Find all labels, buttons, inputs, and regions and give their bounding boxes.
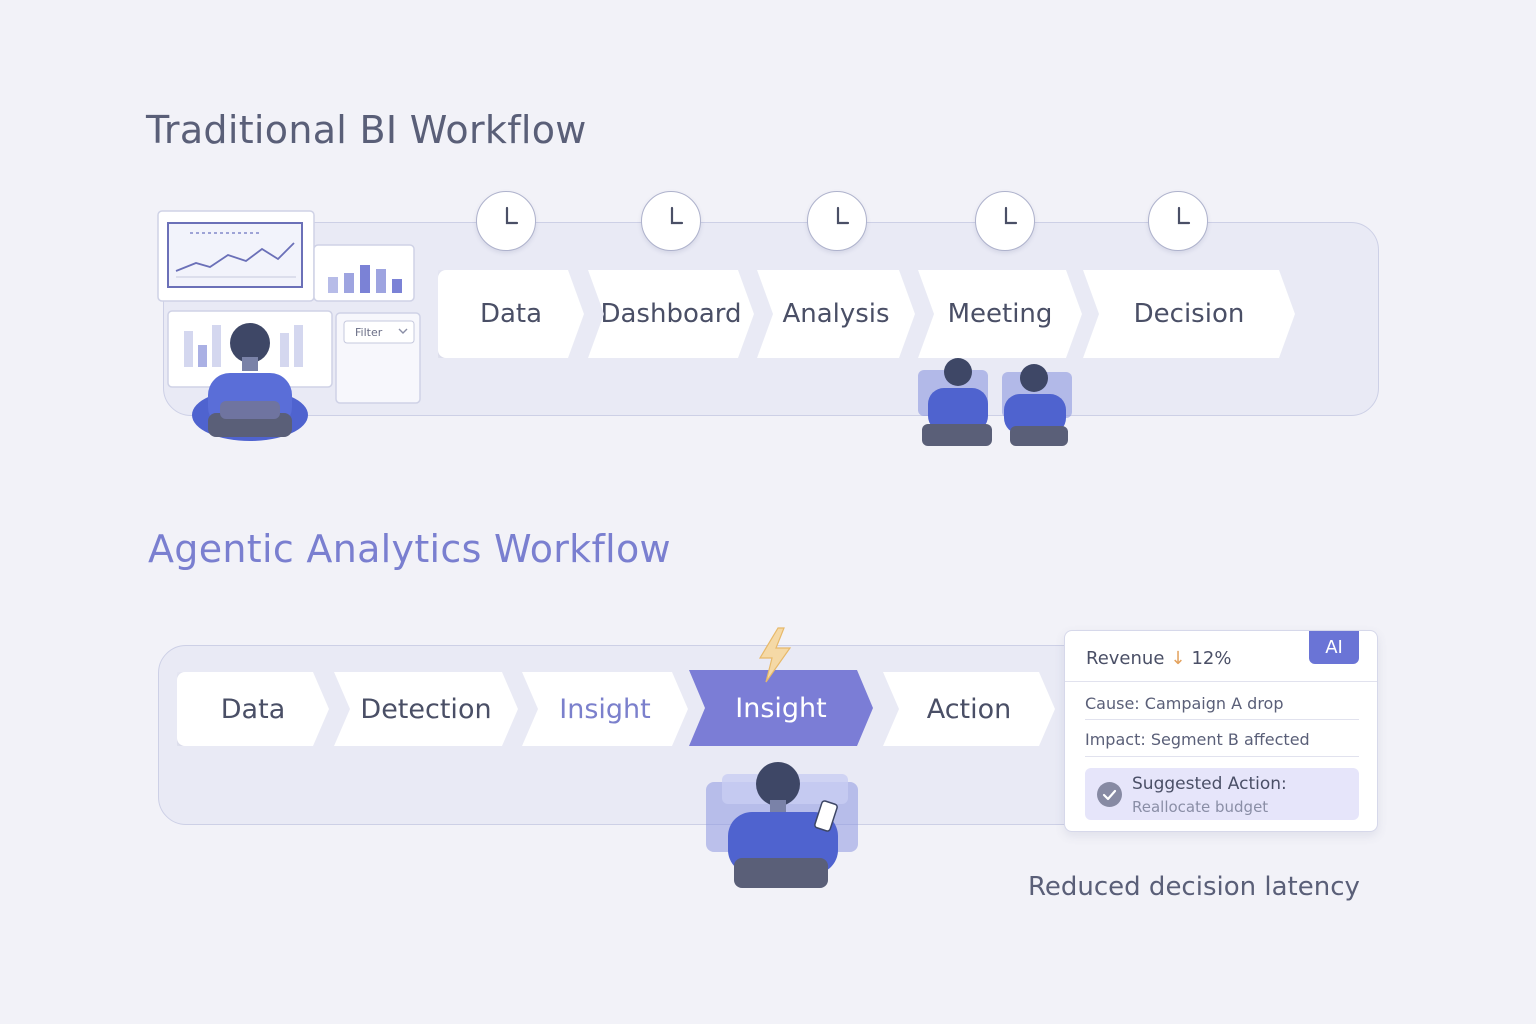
traditional-step-decision: Decision: [1083, 270, 1295, 358]
traditional-step-meeting: Meeting: [918, 270, 1082, 358]
suggested-action-box[interactable]: Suggested Action: Reallocate budget: [1085, 768, 1359, 820]
insight-card[interactable]: Revenue ↓ 12% AI Cause: Campaign A drop …: [1064, 630, 1378, 832]
clock-icon: [641, 191, 701, 251]
agentic-step-action: Action: [883, 672, 1055, 746]
suggested-action-detail: Reallocate budget: [1132, 798, 1269, 816]
check-icon: [1097, 782, 1122, 807]
clock-icon: [1148, 191, 1208, 251]
impact-text: Impact: Segment B affected: [1085, 730, 1310, 749]
caption-text: Reduced decision latency: [1028, 872, 1360, 902]
agentic-step-insight-muted: Insight: [522, 672, 688, 746]
agentic-step-insight-active: Insight: [689, 670, 873, 746]
down-arrow-icon: ↓: [1170, 648, 1186, 669]
revenue-change: 12%: [1191, 648, 1232, 669]
clock-icon: [807, 191, 867, 251]
card-divider: [1065, 681, 1377, 682]
analyst-phone-illustration: [706, 762, 858, 888]
revenue-metric: Revenue ↓ 12%: [1086, 648, 1232, 669]
agentic-step-detection: Detection: [334, 672, 518, 746]
agentic-step-data: Data: [177, 672, 329, 746]
traditional-step-data: Data: [438, 270, 584, 358]
clock-icon: [975, 191, 1035, 251]
traditional-step-dashboard: Dashboard: [588, 270, 754, 358]
filter-dropdown-label: Filter: [355, 326, 383, 339]
card-divider: [1085, 756, 1359, 757]
meeting-people-illustration: [918, 358, 1072, 446]
revenue-label: Revenue: [1086, 648, 1165, 669]
phone-icon: [814, 800, 838, 832]
card-divider: [1085, 719, 1359, 720]
traditional-workflow-title: Traditional BI Workflow: [146, 108, 587, 152]
ai-badge: AI: [1309, 631, 1359, 664]
suggested-action-title: Suggested Action:: [1132, 774, 1287, 794]
analyst-dashboard-illustration: [157, 210, 421, 441]
lightning-icon: [758, 627, 792, 683]
cause-text: Cause: Campaign A drop: [1085, 694, 1284, 713]
traditional-step-analysis: Analysis: [757, 270, 915, 358]
agentic-workflow-title: Agentic Analytics Workflow: [148, 527, 671, 571]
clock-icon: [476, 191, 536, 251]
